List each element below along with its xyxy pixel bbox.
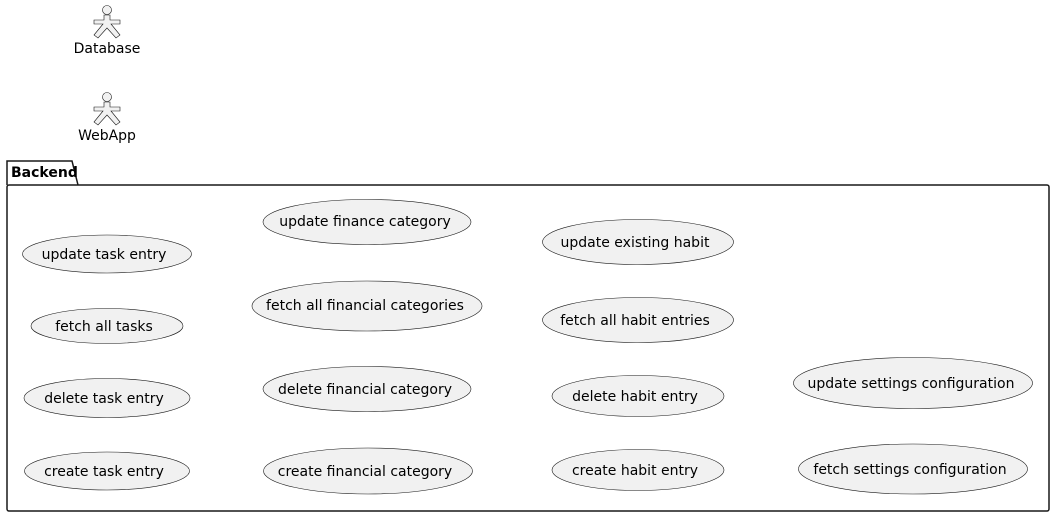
use-case-label: update existing habit (561, 235, 710, 251)
actor-label: WebApp (78, 128, 136, 144)
actor-icon (93, 5, 121, 39)
use-case: fetch all financial categories (251, 280, 483, 332)
use-case: update existing habit (542, 219, 734, 265)
actor-label: Database (74, 41, 141, 57)
package-frame (6, 184, 1050, 512)
actor-database: Database (74, 5, 141, 57)
use-case-label: delete habit entry (572, 389, 698, 405)
use-case: create financial category (263, 447, 473, 495)
use-case: fetch settings configuration (798, 443, 1028, 495)
use-case-label: create habit entry (572, 463, 698, 479)
package-title: Backend (11, 165, 78, 181)
use-case-label: create task entry (44, 464, 164, 480)
use-case: fetch all habit entries (542, 297, 734, 343)
use-case-label: fetch all tasks (55, 319, 153, 335)
use-case-label: update settings configuration (808, 376, 1015, 392)
actor-webapp: WebApp (78, 92, 136, 144)
use-case-label: create financial category (278, 464, 452, 480)
actor-icon (93, 92, 121, 126)
use-case-label: fetch all habit entries (560, 313, 710, 329)
use-case: update finance category (262, 199, 472, 245)
use-case: delete task entry (23, 378, 191, 418)
use-case: update task entry (22, 234, 192, 274)
use-case-label: delete financial category (278, 382, 452, 398)
use-case: delete habit entry (551, 375, 725, 417)
use-case-label: fetch settings configuration (813, 462, 1006, 478)
use-case-label: update finance category (279, 214, 451, 230)
use-case: create task entry (24, 451, 190, 491)
use-case: fetch all tasks (30, 308, 184, 344)
use-case: delete financial category (262, 366, 472, 412)
package-backend: Backend (6, 160, 1050, 512)
package-tab (6, 160, 79, 186)
use-case-label: delete task entry (44, 391, 164, 407)
use-case: update settings configuration (793, 357, 1033, 409)
use-case-label: fetch all financial categories (266, 298, 464, 314)
use-case: create habit entry (551, 449, 725, 491)
use-case-label: update task entry (42, 247, 167, 263)
